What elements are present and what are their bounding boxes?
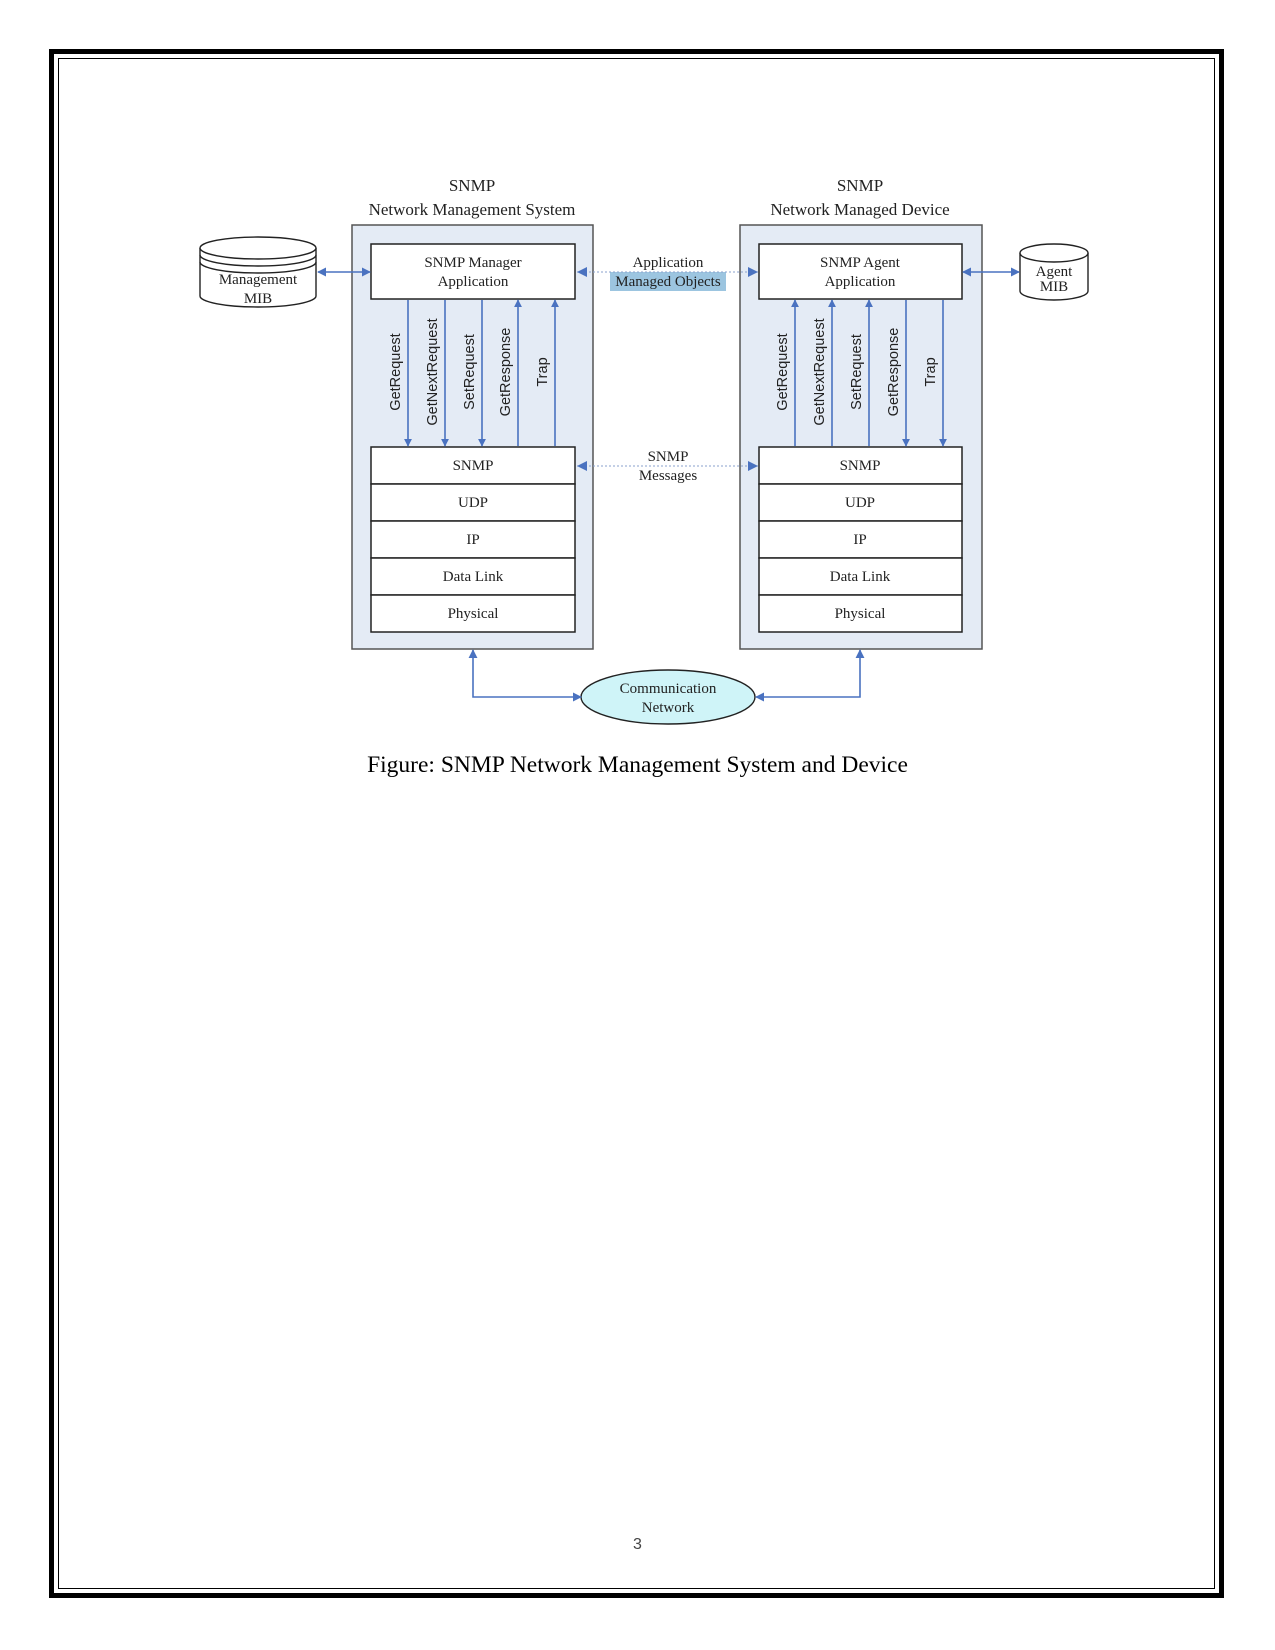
figure-caption: Figure: SNMP Network Management System a… — [367, 752, 908, 778]
right-stack-snmp: SNMP — [840, 458, 881, 474]
left-op-label-2: GetNextRequest — [425, 318, 441, 425]
left-stack-datalink: Data Link — [443, 569, 504, 585]
right-network-link — [755, 649, 865, 702]
left-stack-physical: Physical — [448, 606, 499, 622]
right-op-label-3: SetRequest — [849, 334, 865, 410]
manager-app-line1: SNMP Manager — [424, 255, 521, 271]
left-op-label-1: GetRequest — [388, 333, 404, 410]
app-link-line1: Application — [633, 255, 704, 271]
page-border — [49, 49, 1224, 1598]
management-mib-cylinder — [199, 236, 317, 308]
left-stack — [370, 446, 576, 633]
left-op-label-3: SetRequest — [462, 334, 478, 410]
left-stack-udp: UDP — [458, 495, 488, 511]
snmp-agent-box — [758, 243, 963, 300]
manager-app-line2: Application — [438, 274, 509, 290]
snmp-diagram: SNMP Network Management System SNMP Netw… — [199, 176, 1089, 725]
right-stack-datalink: Data Link — [830, 569, 891, 585]
agent-app-line1: SNMP Agent — [820, 255, 901, 271]
msg-link-line1: SNMP — [648, 449, 689, 465]
app-link-left-head — [577, 267, 587, 277]
agent-mib-line2: MIB — [1040, 279, 1068, 295]
left-panel-title-2: Network Management System — [369, 200, 576, 219]
right-panel-title-1: SNMP — [837, 176, 883, 195]
right-stack — [758, 446, 963, 633]
right-op-label-2: GetNextRequest — [812, 318, 828, 425]
app-link-line2: Managed Objects — [615, 274, 721, 290]
right-op-label-1: GetRequest — [775, 333, 791, 410]
agent-mib-cylinder — [1019, 243, 1089, 301]
managed-objects-highlight — [610, 272, 726, 291]
right-stack-udp: UDP — [845, 495, 875, 511]
left-panel-title-1: SNMP — [449, 176, 495, 195]
network-line1: Communication — [620, 681, 717, 697]
right-op-label-5: Trap — [923, 357, 939, 386]
page-inner-border — [58, 58, 1215, 1589]
msg-link-left-head — [577, 461, 587, 471]
app-link-right-head — [748, 267, 758, 277]
agent-mib-line1: Agent — [1036, 264, 1073, 280]
left-op-label-4: GetResponse — [498, 328, 514, 417]
right-stack-physical: Physical — [835, 606, 886, 622]
agent-app-line2: Application — [825, 274, 896, 290]
left-stack-snmp: SNMP — [453, 458, 494, 474]
left-op-label-5: Trap — [535, 357, 551, 386]
management-mib-line1: Management — [219, 272, 298, 288]
right-op-label-4: GetResponse — [886, 328, 902, 417]
page-number: 3 — [633, 1536, 642, 1553]
right-panel-title-2: Network Managed Device — [770, 200, 949, 219]
msg-link-right-head — [748, 461, 758, 471]
snmp-manager-box — [370, 243, 576, 300]
left-stack-ip: IP — [466, 532, 479, 548]
management-mib-line2: MIB — [244, 291, 272, 307]
network-line2: Network — [642, 700, 695, 716]
left-network-link — [468, 649, 582, 702]
msg-link-line2: Messages — [639, 468, 697, 484]
right-stack-ip: IP — [853, 532, 866, 548]
